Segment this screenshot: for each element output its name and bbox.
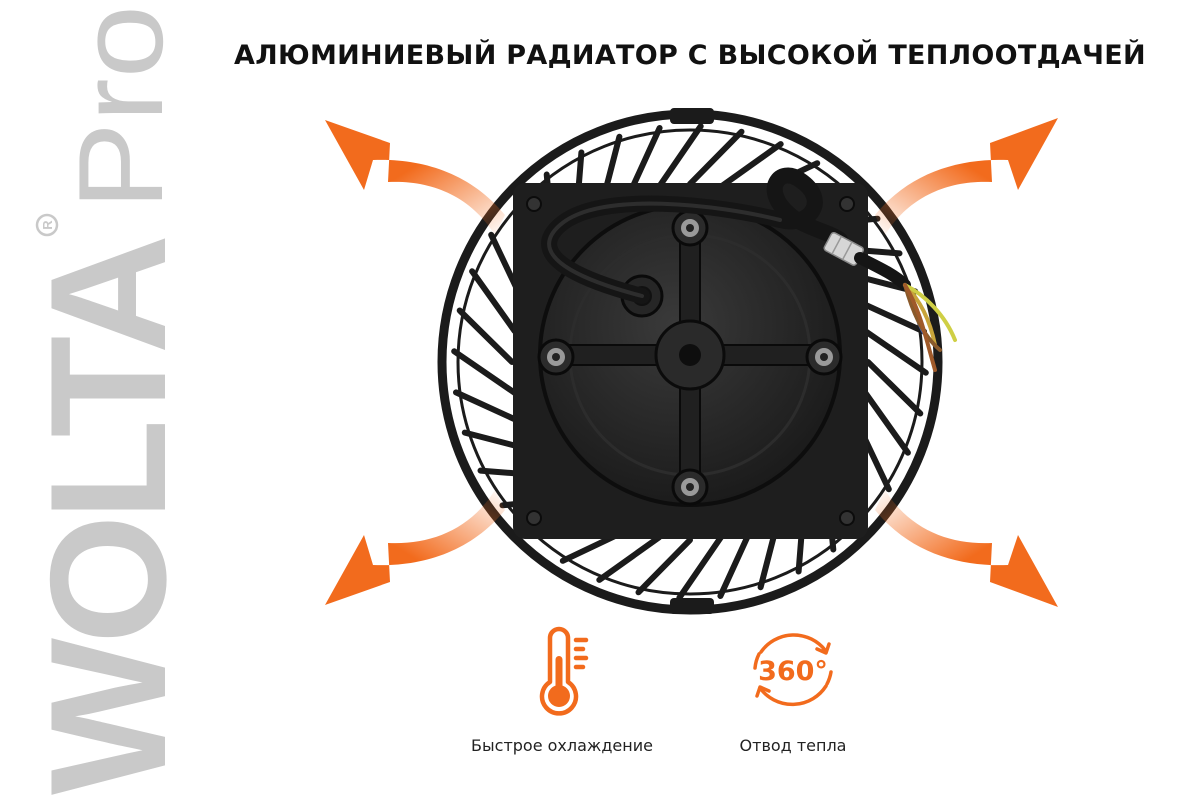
radiator-fin <box>453 389 526 426</box>
feature-heat-dissipation: 360° Отвод тепла <box>663 620 923 755</box>
feature-label: Быстрое охлаждение <box>471 736 653 755</box>
headline: АЛЮМИНИЕВЫЙ РАДИАТОР С ВЫСОКОЙ ТЕПЛООТДА… <box>234 40 1146 71</box>
brand-logo-suffix: Pro <box>54 5 188 210</box>
radiator-fin <box>865 359 924 417</box>
brand-logo-text: WOLTA <box>16 238 190 795</box>
product-image <box>325 108 1058 615</box>
radiator-fin <box>717 141 784 190</box>
plate-screws <box>526 196 855 526</box>
airflow-arrow-lower-left <box>325 490 505 605</box>
airflow-arrow-upper-left <box>325 120 505 235</box>
rotation-360-icon: 360° <box>753 633 833 707</box>
feature-fast-cooling: Быстрое охлаждение <box>432 620 692 755</box>
registered-mark: R <box>35 213 59 237</box>
airflow-arrow-upper-right <box>875 118 1058 235</box>
wires <box>903 283 957 372</box>
radiator-fin <box>469 268 518 335</box>
airflow-arrow-lower-right <box>875 490 1058 607</box>
radiator-fin <box>854 298 927 335</box>
radiator-fin <box>862 389 911 456</box>
rotation-360-label: 360° <box>758 656 828 687</box>
housing-bolts <box>537 209 843 506</box>
feature-label: Отвод тепла <box>739 736 847 755</box>
radiator-fin <box>656 123 704 190</box>
radiator-fin <box>676 534 724 601</box>
radiator-fin <box>456 307 515 365</box>
radiator-fin <box>596 534 663 583</box>
radiator-fin <box>717 526 754 599</box>
radiator-fin <box>635 537 693 596</box>
radiator-fin <box>862 328 929 376</box>
radiator-fin <box>451 348 518 396</box>
thermometer-icon <box>539 626 589 716</box>
svg-text:R: R <box>40 220 55 230</box>
brand-logo: WOLTA Pro R <box>16 5 190 795</box>
radiator-fin <box>687 128 745 187</box>
terminal-block <box>823 231 865 266</box>
